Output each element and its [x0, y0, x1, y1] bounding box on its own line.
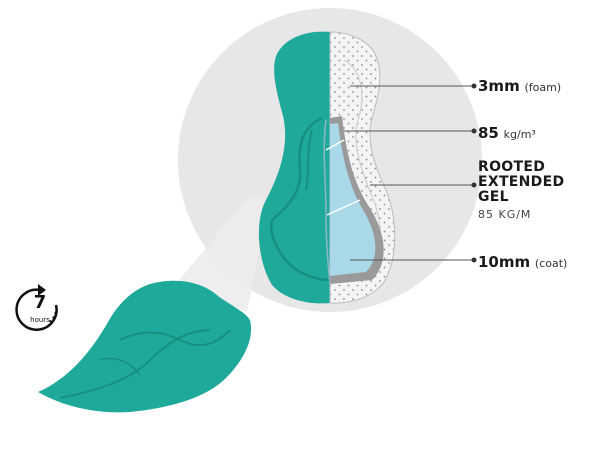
- label-foam: 3mm (foam): [478, 77, 561, 95]
- badge-text: hours: [30, 316, 50, 324]
- gel-highlight: [325, 139, 345, 151]
- foam-value: 3mm: [478, 77, 520, 95]
- pad-angled-emboss-2: [119, 329, 231, 347]
- gel-edge: [323, 119, 331, 285]
- clock-arrow-icon: [15, 284, 58, 331]
- label-density: 85 kg/m³: [478, 124, 536, 142]
- leader-dot-gel: [471, 182, 477, 188]
- density-unit: kg/m³: [503, 128, 536, 141]
- leader-dot-density: [471, 128, 477, 134]
- gel-line-2: EXTENDED: [478, 174, 565, 190]
- coat-unit: (coat): [534, 257, 568, 270]
- pad-emboss: [270, 116, 331, 282]
- gel-insert: [330, 123, 376, 276]
- density-value: 85: [478, 124, 499, 142]
- leader-dot-foam: [471, 83, 477, 89]
- pad-emboss-inner: [305, 129, 313, 191]
- gel-highlight-2: [326, 199, 361, 216]
- coat-value: 10mm: [478, 253, 531, 271]
- label-coat: 10mm (coat): [478, 253, 567, 271]
- pad-angled: [38, 280, 252, 413]
- foam-unit: (foam): [524, 81, 562, 94]
- leader-dot-coat: [471, 257, 477, 263]
- badge-number: 7: [33, 292, 47, 313]
- pad-top-half: [258, 31, 330, 304]
- gel-line-3: GEL: [478, 189, 509, 205]
- label-gel: ROOTED EXTENDED GEL: [478, 160, 564, 205]
- pad-angled-emboss: [59, 329, 211, 399]
- pad-angled-emboss-3: [99, 357, 141, 376]
- gel-line-1: ROOTED: [478, 159, 546, 175]
- gel-sub: 85 KG/M: [478, 208, 532, 221]
